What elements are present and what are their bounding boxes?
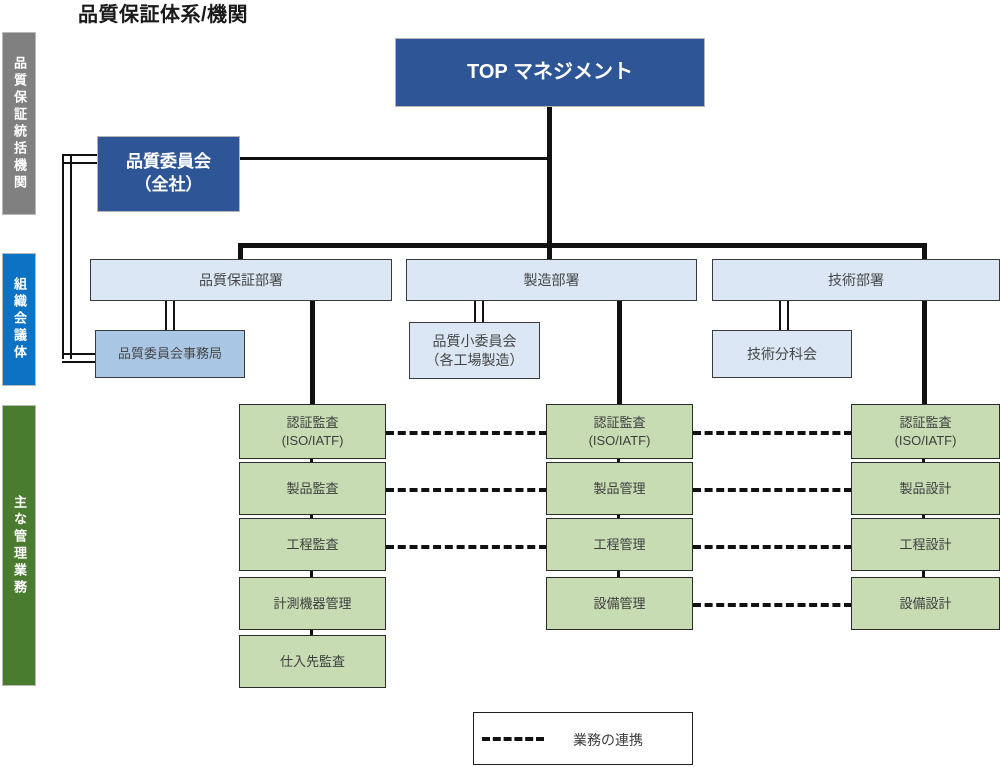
- node-label-line2: （各工場製造）: [425, 351, 524, 368]
- node-label: 品質保証部署: [199, 271, 283, 288]
- node-label-line1: 認証監査: [899, 414, 952, 430]
- task-tech-equipment-design[interactable]: 設備設計: [851, 577, 1000, 630]
- connector-mfg-dept-to-subcommittee: [474, 300, 484, 322]
- connector-drop-qa-dept: [238, 243, 243, 261]
- node-label-line1: 設備管理: [593, 595, 646, 611]
- node-label-line2: (ISO/IATF): [894, 432, 957, 448]
- node-technology-subcommittee[interactable]: 技術分科会: [712, 330, 852, 378]
- node-label-line1: 認証監査: [593, 414, 646, 430]
- link-collab-product-mfg-tech: [693, 488, 852, 492]
- connector-tech-task-3-4: [922, 570, 925, 578]
- node-department-quality-assurance[interactable]: 品質保証部署: [90, 259, 392, 301]
- node-label: TOP マネジメント: [467, 61, 633, 83]
- connector-committee-loop-bottom: [62, 353, 106, 363]
- node-department-manufacturing[interactable]: 製造部署: [406, 259, 697, 301]
- task-qa-cert-audit[interactable]: 認証監査 (ISO/IATF): [239, 404, 386, 459]
- node-label-line1: 工程管理: [593, 536, 646, 552]
- task-tech-product-design[interactable]: 製品設計: [851, 462, 1000, 515]
- link-collab-cert-audit-mfg-tech: [693, 431, 852, 435]
- connector-tech-task-1-2: [922, 459, 925, 463]
- task-qa-gauge-management[interactable]: 計測機器管理: [239, 577, 386, 630]
- rail-band-quality-assurance-authority: 品質保証統括機関: [2, 32, 36, 215]
- node-label-line1: 製品管理: [593, 480, 646, 496]
- node-label-line1: 製品監査: [286, 480, 339, 496]
- node-quality-committee-office[interactable]: 品質委員会事務局: [95, 330, 245, 378]
- node-label-line2: (ISO/IATF): [281, 432, 344, 448]
- rail-band-organizational-council: 組織会議体: [2, 253, 36, 386]
- connector-qa-task-4-5: [310, 629, 313, 636]
- task-tech-process-design[interactable]: 工程設計: [851, 518, 1000, 571]
- connector-qa-dept-to-tasks: [310, 300, 315, 404]
- task-tech-cert-audit[interactable]: 認証監査 (ISO/IATF): [851, 404, 1000, 459]
- legend-dash-dot-sample-icon: [482, 737, 544, 741]
- node-top-management[interactable]: TOP マネジメント: [395, 38, 705, 107]
- connector-mfg-task-2-3: [617, 514, 620, 519]
- connector-mfg-task-3-4: [617, 570, 620, 578]
- connector-tech-dept-to-tasks: [922, 300, 927, 404]
- node-label-line1: 技術分科会: [747, 345, 817, 362]
- connector-qa-dept-to-committee-office: [165, 300, 175, 330]
- node-label-line1: 認証監査: [286, 414, 339, 430]
- node-label-line1: 工程監査: [286, 536, 339, 552]
- node-quality-subcommittee[interactable]: 品質小委員会 （各工場製造）: [409, 322, 540, 379]
- connector-top-trunk-vertical: [547, 107, 552, 248]
- connector-drop-mfg-dept: [547, 243, 552, 261]
- connector-mfg-dept-to-tasks: [617, 300, 622, 404]
- task-qa-supplier-audit[interactable]: 仕入先監査: [239, 635, 386, 688]
- connector-qa-task-2-3: [310, 514, 313, 519]
- node-label-line1: 品質委員会: [126, 152, 211, 172]
- connector-committee-loop-left: [62, 154, 72, 359]
- node-label-line2: (ISO/IATF): [588, 432, 651, 448]
- link-collab-product-qa-mfg: [386, 488, 547, 492]
- connector-mfg-task-1-2: [617, 459, 620, 463]
- connector-committee-loop-top: [62, 154, 106, 164]
- page-title: 品質保証体系/機関: [78, 4, 249, 26]
- task-mfg-product-management[interactable]: 製品管理: [546, 462, 693, 515]
- node-label-line1: 計測機器管理: [273, 595, 352, 611]
- node-quality-committee[interactable]: 品質委員会 （全社）: [97, 136, 240, 212]
- link-collab-process-mfg-tech: [693, 545, 852, 549]
- rail-band-label: 主な管理業務: [12, 494, 27, 597]
- node-label-line1: 工程設計: [899, 536, 952, 552]
- rail-band-label: 組織会議体: [12, 277, 27, 362]
- node-label-line1: 仕入先監査: [279, 653, 345, 669]
- legend-label: 業務の連携: [573, 732, 643, 748]
- connector-tech-task-2-3: [922, 514, 925, 519]
- rail-band-main-duties: 主な管理業務: [2, 405, 36, 686]
- connector-qa-task-1-2: [310, 459, 313, 463]
- task-mfg-process-management[interactable]: 工程管理: [546, 518, 693, 571]
- node-label-line1: 設備設計: [899, 595, 952, 611]
- node-label-line1: 品質小委員会: [432, 332, 517, 349]
- connector-tech-dept-to-subcommittee: [779, 300, 789, 330]
- link-collab-process-qa-mfg: [386, 545, 547, 549]
- node-label: 技術部署: [828, 271, 884, 288]
- task-mfg-equipment-management[interactable]: 設備管理: [546, 577, 693, 630]
- task-qa-process-audit[interactable]: 工程監査: [239, 518, 386, 571]
- node-department-technology[interactable]: 技術部署: [712, 259, 1000, 301]
- task-mfg-cert-audit[interactable]: 認証監査 (ISO/IATF): [546, 404, 693, 459]
- task-qa-product-audit[interactable]: 製品監査: [239, 462, 386, 515]
- rail-band-label: 品質保証統括機関: [12, 55, 27, 192]
- connector-drop-tech-dept: [922, 243, 927, 261]
- connector-qa-task-3-4: [310, 570, 313, 578]
- connector-committee-to-trunk: [240, 157, 550, 160]
- node-label-line2: （全社）: [134, 175, 203, 194]
- link-collab-cert-audit-qa-mfg: [386, 431, 547, 435]
- node-label: 製造部署: [523, 271, 580, 288]
- node-label: 品質委員会事務局: [117, 346, 222, 362]
- connector-department-bus: [238, 243, 927, 248]
- node-label-line1: 製品設計: [899, 480, 952, 496]
- link-collab-equipment-mfg-tech: [693, 603, 852, 607]
- legend-box: 業務の連携: [473, 712, 693, 765]
